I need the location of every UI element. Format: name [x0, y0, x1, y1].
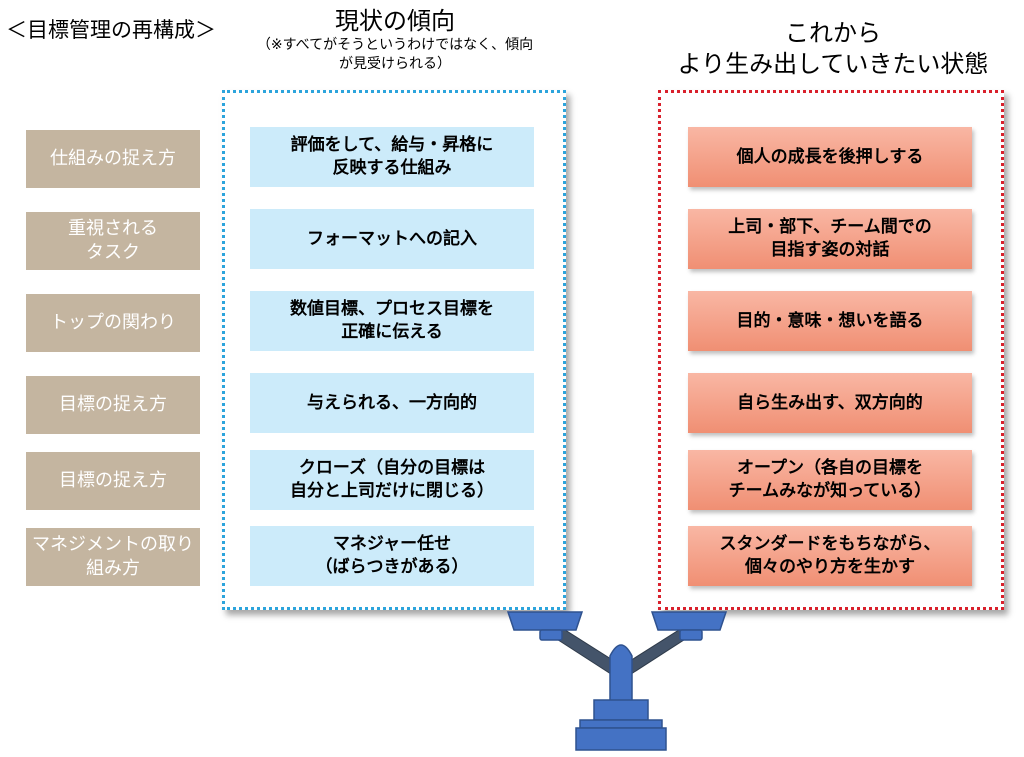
- current-item-label: 与えられる、一方向的: [307, 392, 477, 413]
- future-item-box: 目的・意味・想いを語る: [688, 291, 972, 351]
- current-state-note-line2: が見受けられる）: [339, 56, 451, 72]
- future-item-box: 個人の成長を後押しする: [688, 127, 972, 187]
- current-item-box: フォーマットへの記入: [250, 209, 534, 269]
- future-item-label: 目的・意味・想いを語る: [736, 310, 924, 331]
- category-box: トップの関わり: [26, 294, 200, 352]
- current-item-box: クローズ（自分の目標は 自分と上司だけに閉じる）: [250, 450, 534, 510]
- category-box: マネジメントの取り 組み方: [26, 528, 200, 586]
- category-label: トップの関わり: [50, 312, 176, 333]
- current-item-label: 数値目標、プロセス目標を 正確に伝える: [290, 299, 494, 342]
- current-state-heading: 現状の傾向 （※すべてがそうというわけではなく、傾向 が見受けられる）: [230, 6, 560, 74]
- future-item-label: スタンダードをもちながら、 個々のやり方を生かす: [719, 534, 941, 577]
- current-item-label: フォーマットへの記入: [307, 228, 477, 249]
- page-title: ＜目標管理の再構成＞: [6, 18, 216, 42]
- current-item-label: クローズ（自分の目標は 自分と上司だけに閉じる）: [290, 458, 494, 501]
- future-item-label: 個人の成長を後押しする: [736, 146, 924, 167]
- future-item-label: オープン（各自の目標を チームみなが知っている）: [728, 458, 932, 501]
- future-item-box: 自ら生み出す、双方向的: [688, 373, 972, 433]
- category-label: マネジメントの取り 組み方: [32, 534, 194, 579]
- future-item-box: オープン（各自の目標を チームみなが知っている）: [688, 450, 972, 510]
- category-label: 目標の捉え方: [59, 394, 167, 415]
- future-item-box: 上司・部下、チーム間での 目指す姿の対話: [688, 209, 972, 269]
- balance-scale-icon: [506, 611, 728, 751]
- category-label: 重視される タスク: [68, 218, 158, 263]
- category-box: 仕組みの捉え方: [26, 130, 200, 188]
- current-state-note-line1: （※すべてがそうというわけではなく、傾向: [256, 37, 534, 53]
- category-label: 目標の捉え方: [59, 470, 167, 491]
- current-item-box: 数値目標、プロセス目標を 正確に伝える: [250, 291, 534, 351]
- future-item-label: 上司・部下、チーム間での 目指す姿の対話: [728, 217, 932, 260]
- current-item-label: マネジャー任せ （ばらつきがある）: [315, 534, 469, 577]
- future-item-label: 自ら生み出す、双方向的: [737, 392, 923, 413]
- future-state-heading: これから より生み出していきたい状態: [658, 18, 1008, 80]
- current-item-box: 与えられる、一方向的: [250, 373, 534, 433]
- current-item-box: マネジャー任せ （ばらつきがある）: [250, 526, 534, 586]
- future-state-title-line2: より生み出していきたい状態: [677, 50, 989, 78]
- current-item-label: 評価をして、給与・昇格に 反映する仕組み: [290, 135, 494, 178]
- category-box: 目標の捉え方: [26, 376, 200, 434]
- category-label: 仕組みの捉え方: [50, 148, 176, 169]
- current-item-box: 評価をして、給与・昇格に 反映する仕組み: [250, 127, 534, 187]
- future-state-title-line1: これから: [785, 19, 881, 47]
- category-box: 目標の捉え方: [26, 452, 200, 510]
- future-item-box: スタンダードをもちながら、 個々のやり方を生かす: [688, 526, 972, 586]
- current-state-title: 現状の傾向: [335, 7, 455, 35]
- category-box: 重視される タスク: [26, 212, 200, 270]
